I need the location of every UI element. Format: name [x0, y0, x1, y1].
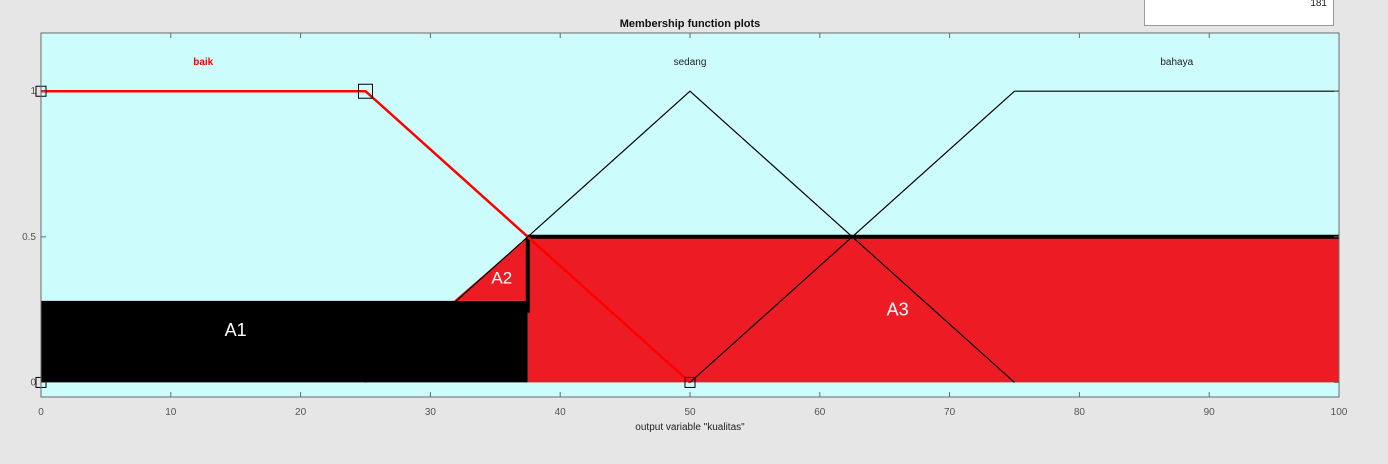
mf-handle[interactable]	[684, 376, 696, 388]
y-tick-label: 0	[30, 377, 36, 388]
plot-points-field[interactable]: 181	[1144, 0, 1334, 26]
x-tick-label: 70	[944, 407, 956, 418]
axes-layer: 0 10 20 30 40 50 60 70 80 90 100 0 0.5 1	[22, 32, 1348, 418]
x-tick-label: 80	[1074, 407, 1086, 418]
x-tick-label: 40	[555, 407, 567, 418]
y-tick-label: 0.5	[22, 232, 36, 243]
x-tick-label: 30	[425, 407, 437, 418]
membership-functions-layer	[41, 89, 1339, 384]
region-a1	[41, 300, 528, 383]
mf-label-bahaya[interactable]: bahaya	[1160, 57, 1193, 68]
x-tick-label: 20	[295, 407, 307, 418]
mf-line-sedang[interactable]	[365, 90, 1015, 383]
x-tick-label: 60	[814, 407, 826, 418]
x-tick-label: 100	[1331, 407, 1348, 418]
x-tick-label: 50	[684, 407, 696, 418]
region-label-a3: A3	[887, 299, 909, 319]
chart-title: Membership function plots	[620, 18, 761, 30]
region-label-a1: A1	[225, 320, 247, 340]
x-tick-label: 90	[1204, 407, 1216, 418]
region-a2	[453, 236, 528, 301]
plot-points-value: 181	[1310, 0, 1327, 9]
region-label-a2: A2	[491, 268, 512, 287]
x-axis-label: output variable "kualitas"	[635, 422, 745, 433]
mf-line-baik[interactable]	[41, 89, 691, 384]
x-tick-label: 0	[38, 407, 44, 418]
mf-handle[interactable]	[358, 83, 373, 99]
mf-line-bahaya[interactable]	[689, 90, 1339, 383]
mf-label-baik[interactable]: baik	[193, 57, 213, 68]
x-tick-label: 10	[165, 407, 177, 418]
mf-label-sedang[interactable]: sedang	[674, 57, 707, 68]
y-tick-label: 1	[30, 86, 36, 97]
